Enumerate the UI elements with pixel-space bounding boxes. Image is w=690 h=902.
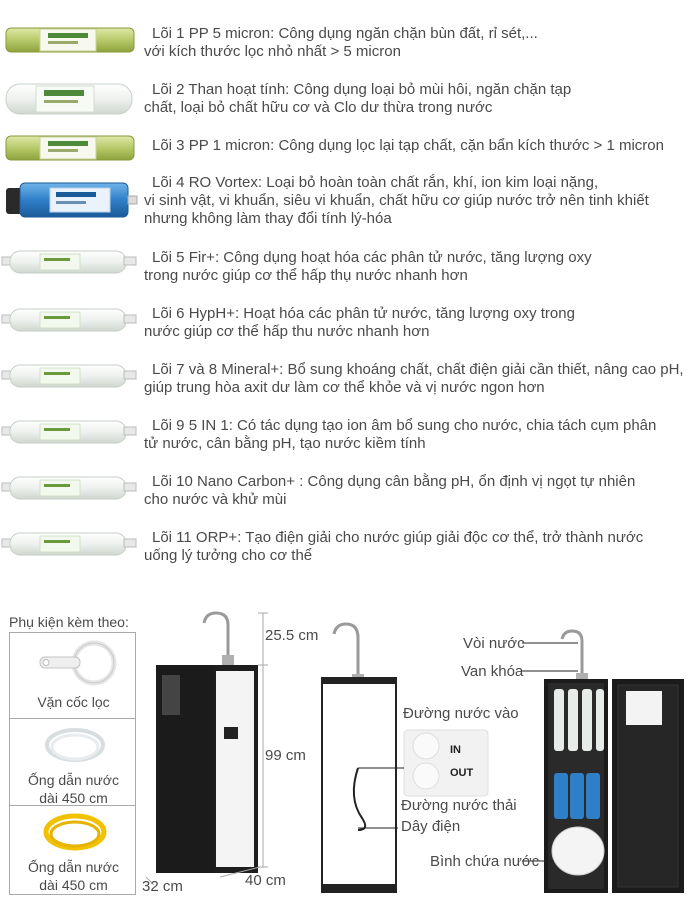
- filter-5-image: [1, 250, 137, 274]
- port-out-label: OUT: [450, 767, 474, 779]
- filter-1-description: Lõi 1 PP 5 micron: Công dụng ngăn chặn b…: [144, 25, 538, 60]
- dimension-depth: 40 cm: [245, 872, 286, 889]
- filter-4-description: Lõi 4 RO Vortex: Loại bỏ hoàn toàn chất …: [144, 174, 649, 227]
- accessory-wrench-cell: Vặn cốc lọc: [9, 632, 136, 719]
- filter-7-8-image: [1, 364, 137, 388]
- filter-4-image: [6, 182, 138, 218]
- label-water-waste: Đường nước thải: [401, 797, 517, 814]
- accessory-white-tube-cell: Ống dẫn nước dài 450 cm: [9, 718, 136, 806]
- accessory-yellow-tube-cell: Ống dẫn nước dài 450 cm: [9, 805, 136, 895]
- accessory-1-label: Vặn cốc lọc: [37, 694, 110, 710]
- yellow-tube-image: [43, 813, 107, 851]
- port-in-label: IN: [450, 744, 461, 756]
- filter-6-image: [1, 308, 137, 332]
- purifier-inside-view: [522, 629, 684, 893]
- dimension-top: 25.5 cm: [265, 627, 319, 644]
- filter-10-description: Lõi 10 Nano Carbon+ : Công dụng cân bằng…: [144, 473, 636, 508]
- purifier-back-view: [321, 622, 489, 893]
- filter-2-image: [5, 83, 133, 115]
- dimension-width: 32 cm: [142, 878, 183, 895]
- accessory-3-label: Ống dẫn nước dài 450 cm: [28, 859, 119, 893]
- label-valve: Van khóa: [461, 663, 524, 680]
- filter-11-description: Lõi 11 ORP+: Tạo điện giải cho nước giúp…: [144, 529, 644, 564]
- label-water-tank: Bình chứa nước: [430, 853, 540, 870]
- purifier-front-view: [145, 611, 268, 886]
- accessory-2-label: Ống dẫn nước dài 450 cm: [28, 772, 119, 806]
- filter-5-description: Lõi 5 Fir+: Công dụng hoạt hóa các phân …: [144, 249, 592, 284]
- dimension-height: 99 cm: [265, 747, 306, 764]
- filter-3-description: Lõi 3 PP 1 micron: Công dụng lọc lại tạp…: [152, 137, 664, 154]
- label-faucet: Vòi nước: [463, 635, 525, 652]
- filter-wrench-image: [39, 640, 117, 686]
- filter-10-image: [1, 476, 137, 500]
- filter-1-image: [5, 27, 135, 53]
- filter-3-image: [5, 135, 135, 161]
- accessories-title: Phụ kiện kèm theo:: [9, 614, 129, 630]
- filter-9-image: [1, 420, 137, 444]
- filter-7-8-description: Lõi 7 và 8 Mineral+: Bổ sung khoáng chất…: [144, 361, 684, 396]
- filter-2-description: Lõi 2 Than hoạt tính: Công dụng loại bỏ …: [144, 81, 572, 116]
- label-water-in: Đường nước vào: [403, 705, 519, 722]
- label-power-cord: Dây điện: [401, 818, 461, 835]
- white-tube-image: [45, 728, 105, 762]
- filter-6-description: Lõi 6 HypH+: Hoạt hóa các phân tử nước, …: [144, 305, 575, 340]
- filter-11-image: [1, 532, 137, 556]
- filter-images: [1, 27, 138, 556]
- filter-9-description: Lõi 9 5 IN 1: Có tác dụng tạo ion âm bổ …: [144, 417, 657, 452]
